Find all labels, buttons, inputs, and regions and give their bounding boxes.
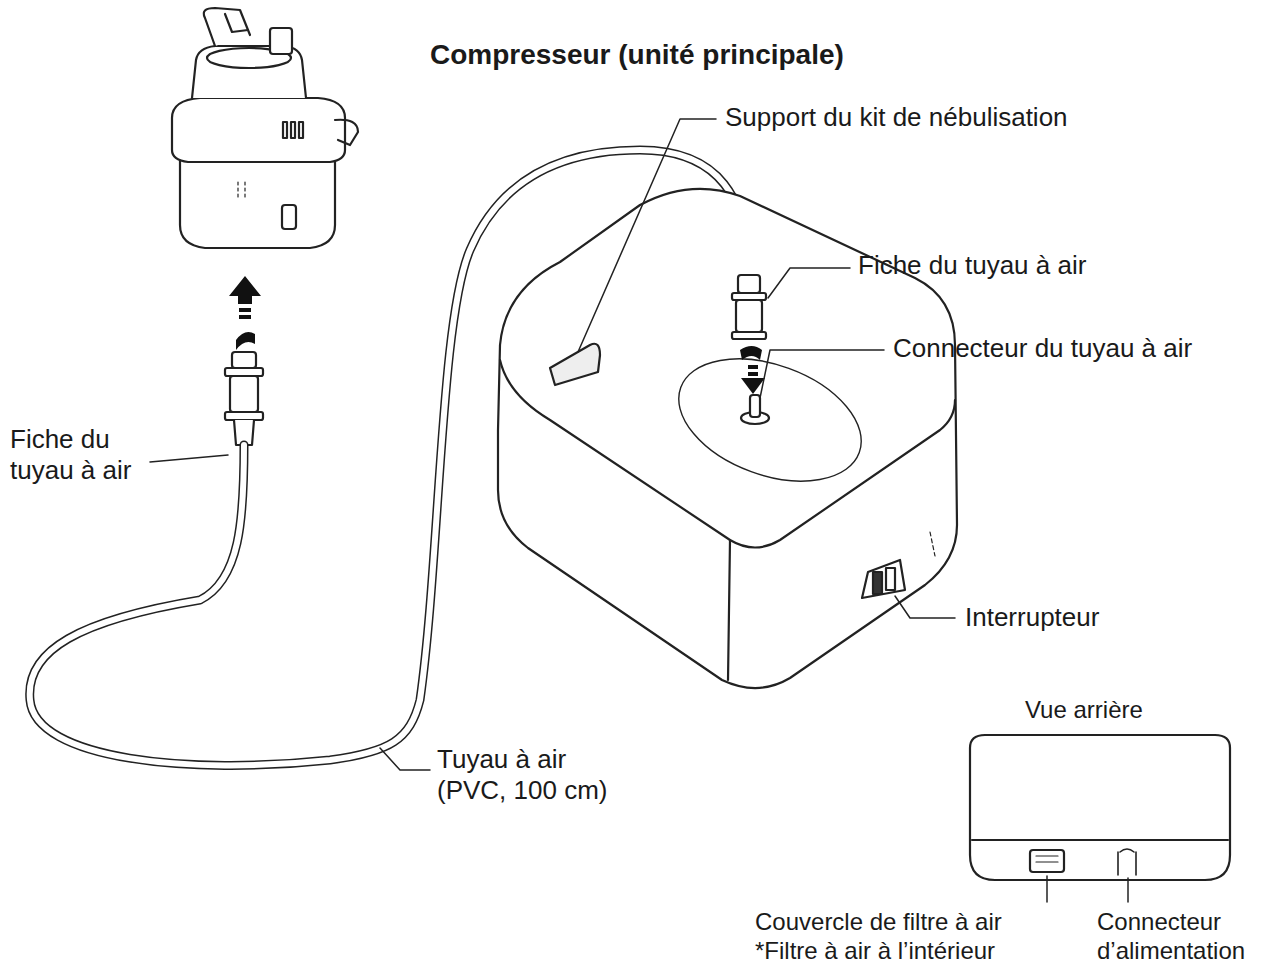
part-label: Interrupteur: [965, 602, 1099, 633]
rear-view: [970, 735, 1230, 880]
part-label: Fiche du tuyau à air: [10, 424, 170, 486]
part-label: Couvercle de filtre à air *Filtre à air …: [755, 908, 1060, 966]
part-label: Connecteur du tuyau à air: [893, 333, 1192, 364]
diagram-title: Compresseur (unité principale): [430, 38, 844, 72]
nebulizer-kit: [172, 8, 358, 248]
part-label: Tuyau à air (PVC, 100 cm): [437, 744, 627, 806]
part-label: Fiche du tuyau à air: [858, 250, 1086, 281]
view-caption: Vue arrière: [1025, 696, 1143, 725]
hose-plug: [732, 275, 766, 339]
hose-plug: [225, 352, 263, 445]
leader-line: [150, 119, 1128, 902]
part-label: Support du kit de nébulisation: [725, 102, 1068, 133]
assembly-arrow: [740, 346, 765, 394]
assembly-arrow: [229, 276, 261, 350]
part-label: Connecteur d’alimentation: [1097, 908, 1277, 966]
